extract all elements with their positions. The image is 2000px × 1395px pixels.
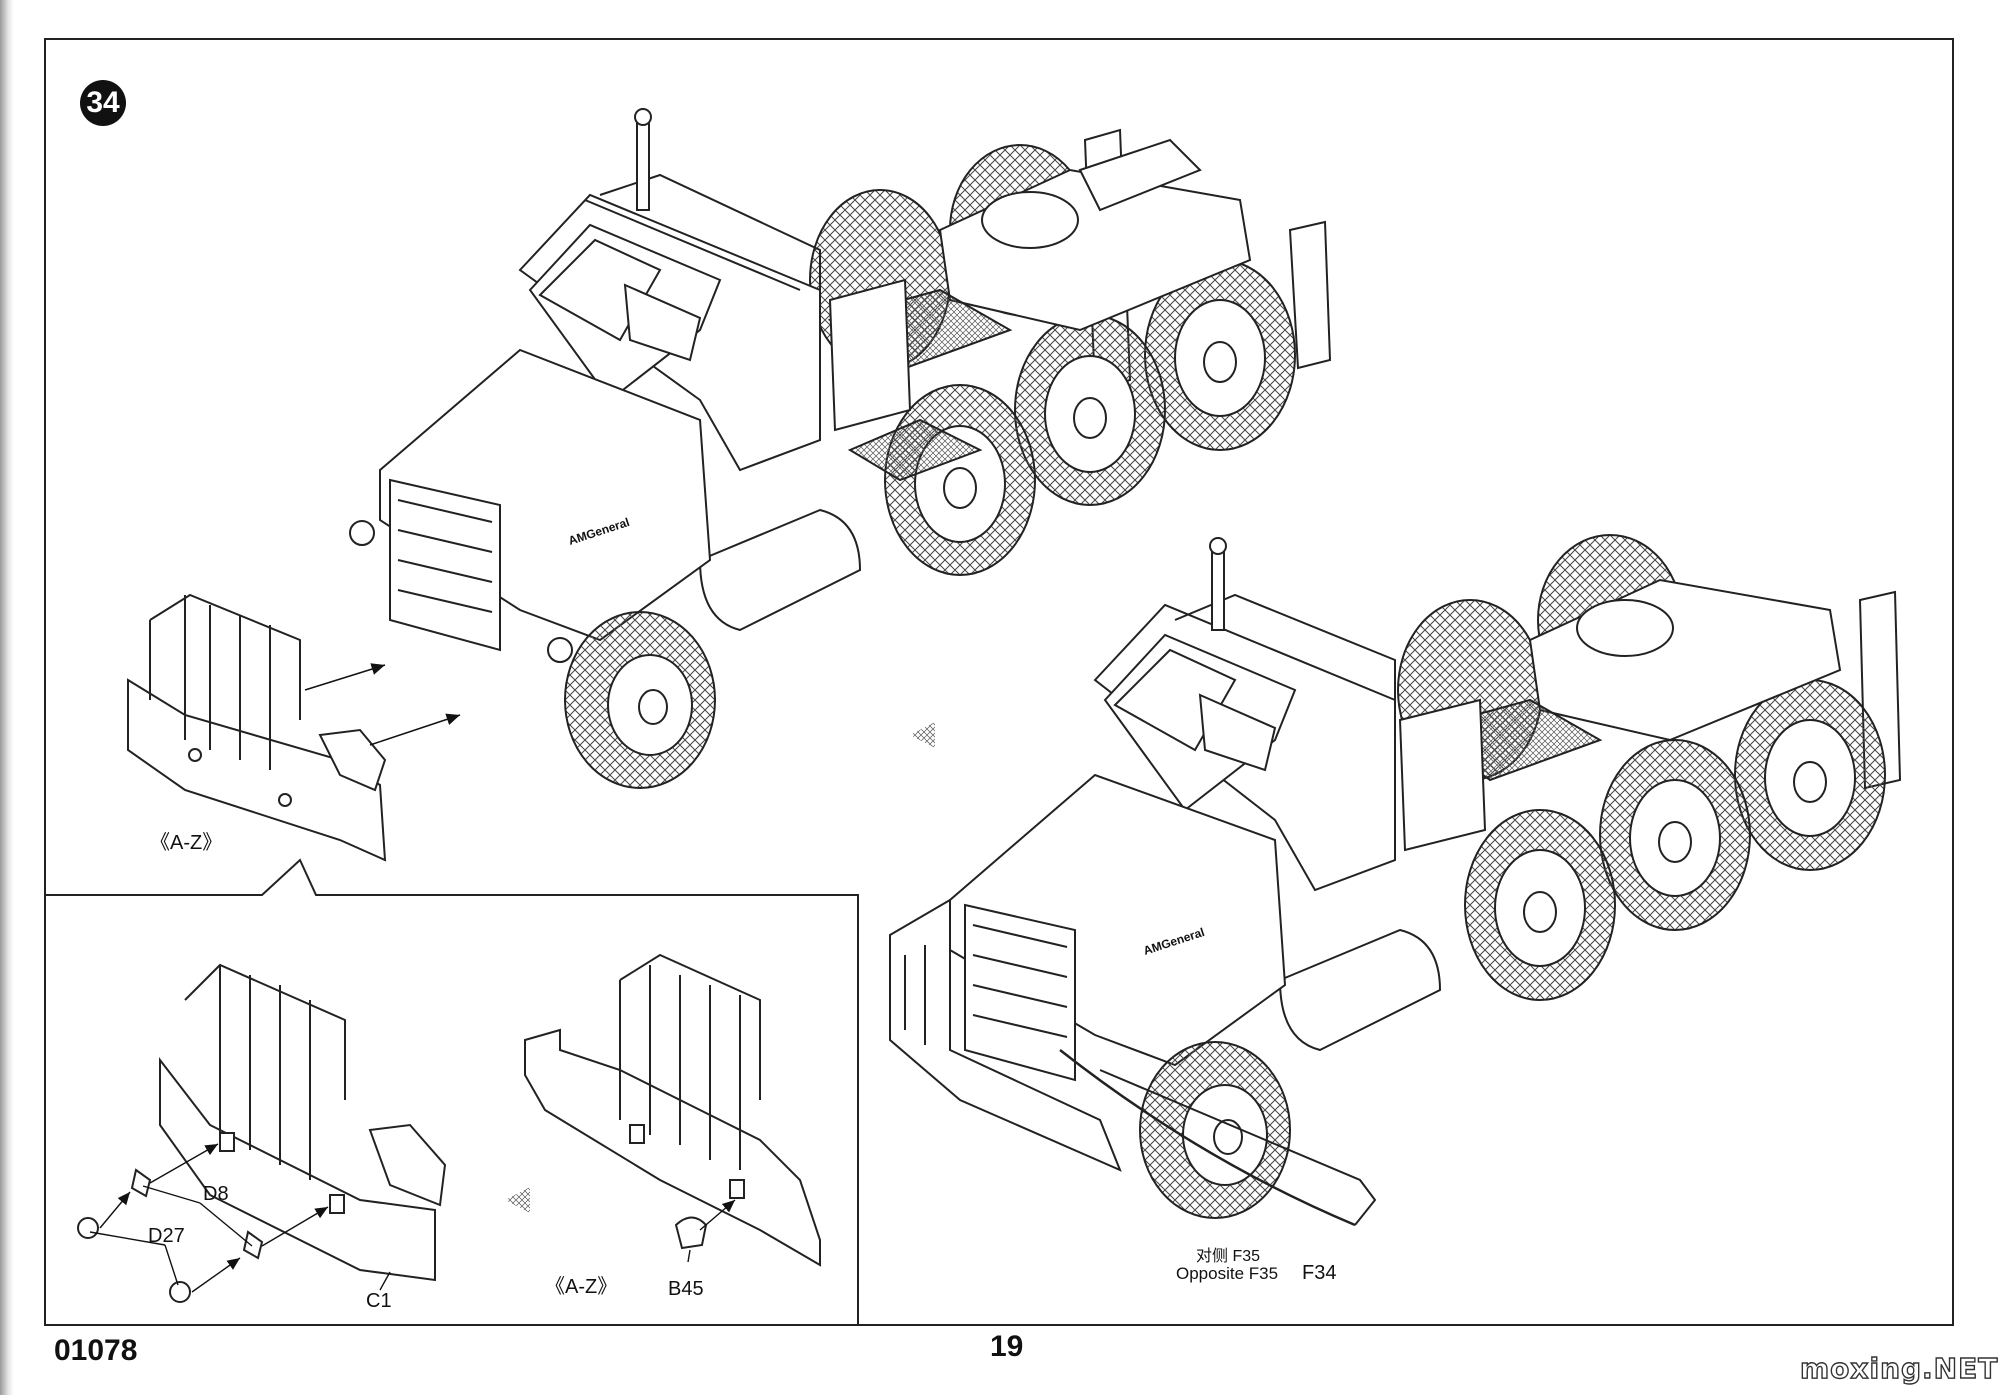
part-label-f34: F34 bbox=[1302, 1262, 1337, 1284]
part-label-d8: D8 bbox=[203, 1183, 229, 1205]
document-number: 01078 bbox=[54, 1334, 138, 1367]
instruction-frame bbox=[44, 38, 1954, 1326]
section-marker-top: 《A-Z》 bbox=[150, 832, 223, 854]
inset-guard-front bbox=[77, 963, 447, 1303]
truck-assembled-view: AMGeneral bbox=[889, 534, 1902, 1227]
page-number: 19 bbox=[990, 1330, 1024, 1363]
page-binding-edge bbox=[0, 0, 14, 1395]
inset-leader-lines bbox=[89, 1143, 391, 1293]
step-number-badge: 34 bbox=[80, 80, 126, 126]
site-watermark: moxing.NET bbox=[1799, 1351, 1999, 1385]
part-label-d27: D27 bbox=[148, 1225, 185, 1247]
brush-guard-part bbox=[127, 593, 387, 862]
part-label-c1: C1 bbox=[366, 1290, 392, 1312]
detail-inset-panel bbox=[46, 858, 859, 1326]
truck-exploded-view: AMGeneral bbox=[349, 108, 1332, 789]
step-number: 34 bbox=[86, 86, 120, 119]
opposite-label-cn: 对侧 F35 bbox=[1196, 1248, 1261, 1265]
opposite-label-en: Opposite F35 bbox=[1176, 1264, 1279, 1283]
inset-b45-leader bbox=[687, 1199, 736, 1263]
direction-hatch-marks bbox=[505, 722, 935, 1213]
inset-guard-rear bbox=[524, 953, 821, 1267]
assembly-arrows bbox=[304, 663, 461, 746]
section-marker-inset: 《A-Z》 bbox=[545, 1276, 618, 1298]
part-label-b45: B45 bbox=[668, 1278, 704, 1300]
